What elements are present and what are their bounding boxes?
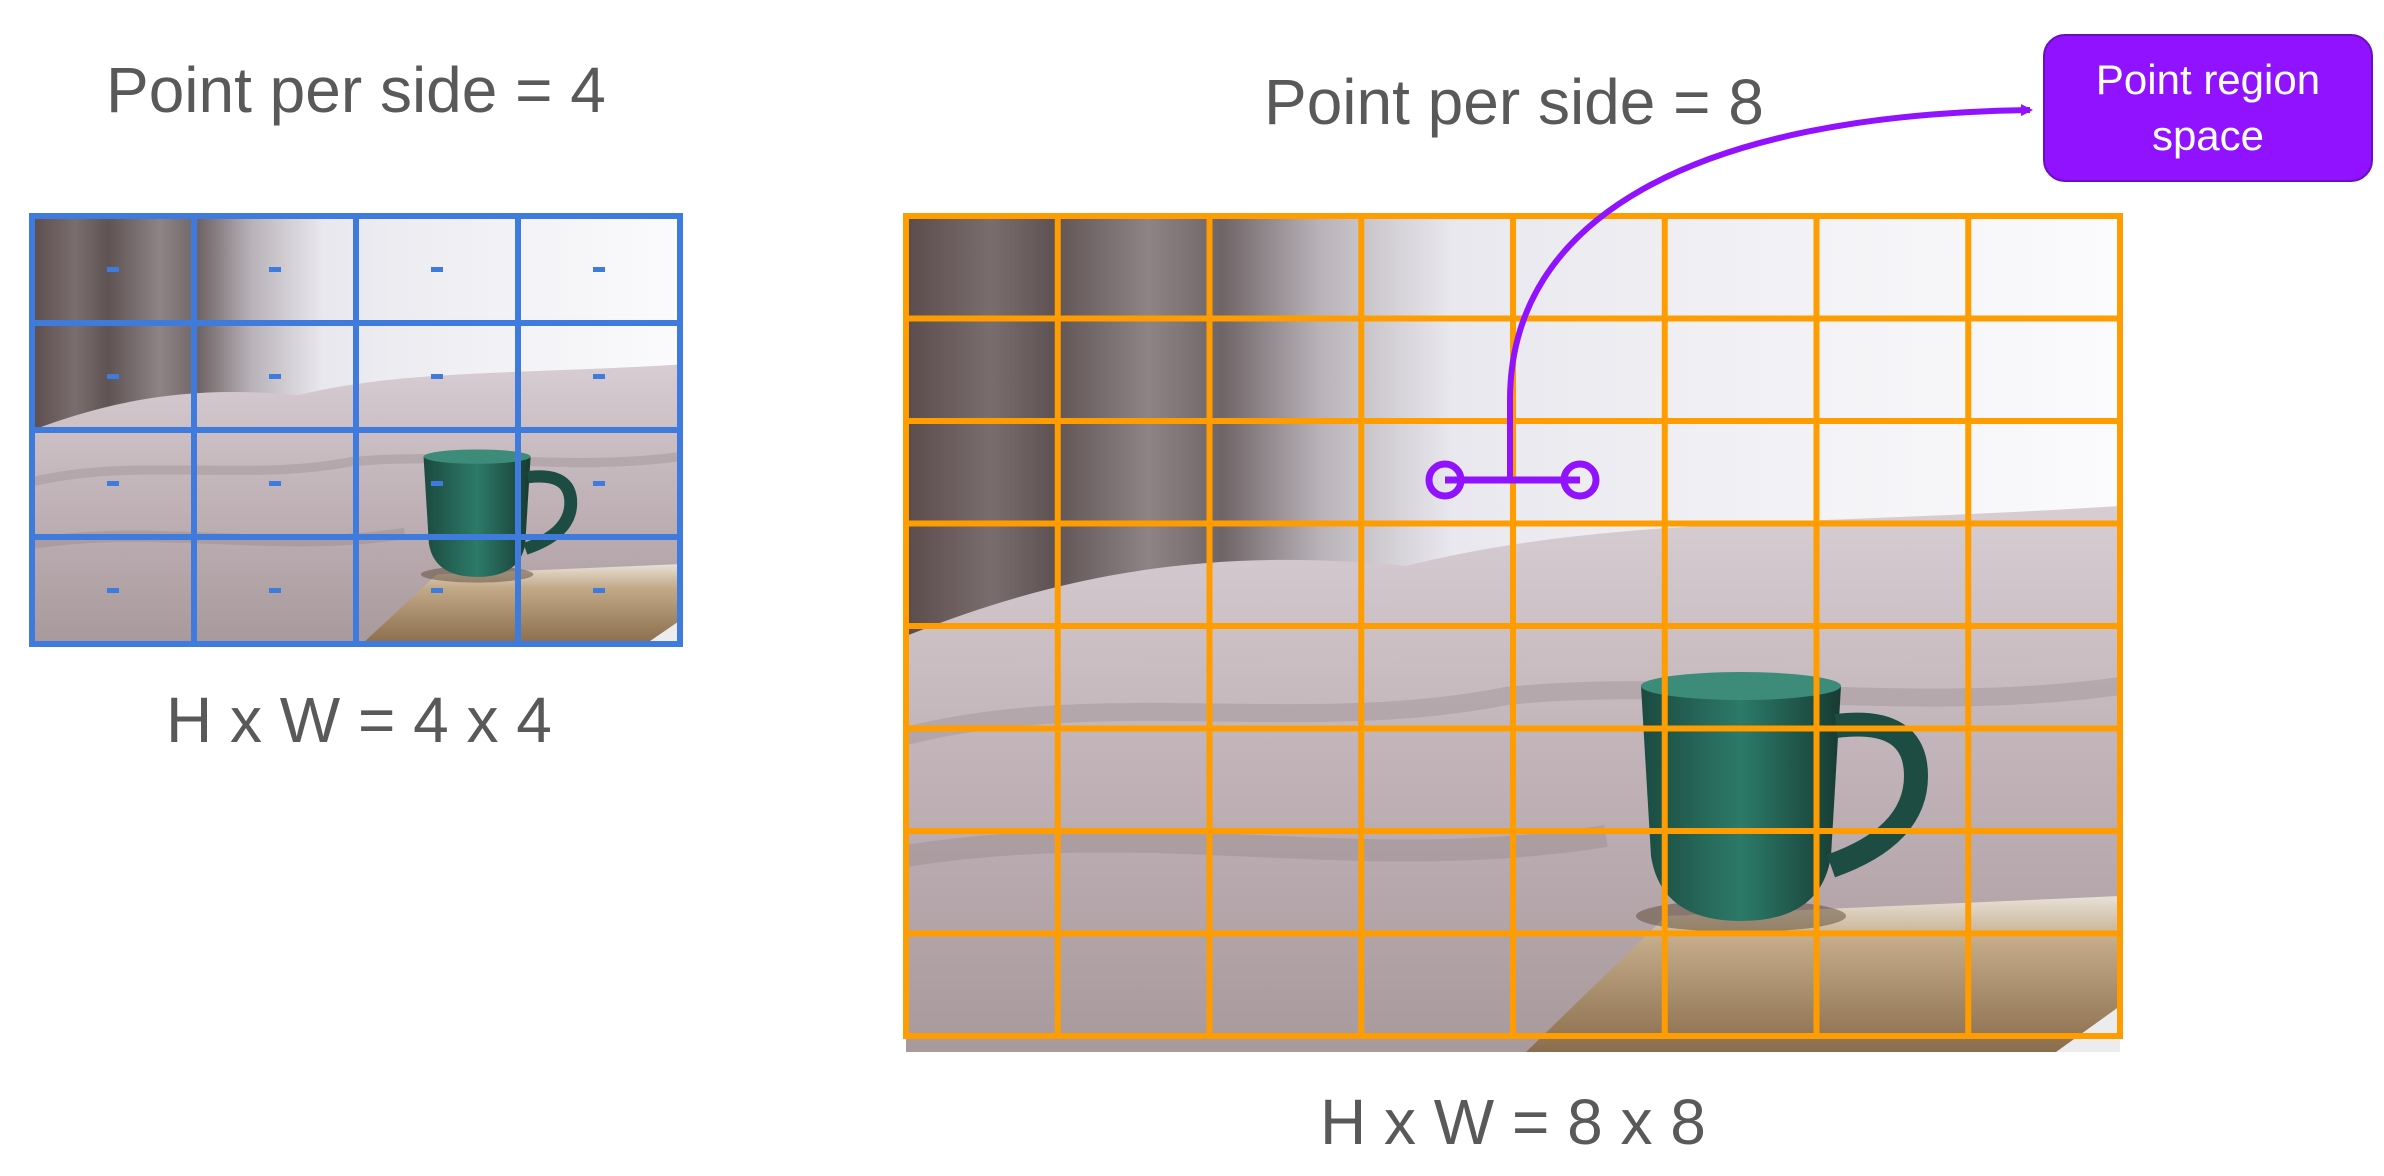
photo-scene-small — [30, 216, 680, 644]
photo-large — [906, 216, 2120, 1052]
left-panel-title: Point per side = 4 — [106, 54, 606, 126]
photo-scene-large — [906, 216, 2120, 1052]
right-panel-title: Point per side = 8 — [1264, 66, 1764, 138]
right-panel-dims: H x W = 8 x 8 — [1320, 1086, 1706, 1158]
point-region-label: Point region space — [2095, 56, 2321, 159]
left-panel-dims: H x W = 4 x 4 — [166, 684, 552, 756]
photo-small — [30, 216, 680, 644]
point-region-callout: Point region space — [2043, 34, 2373, 182]
